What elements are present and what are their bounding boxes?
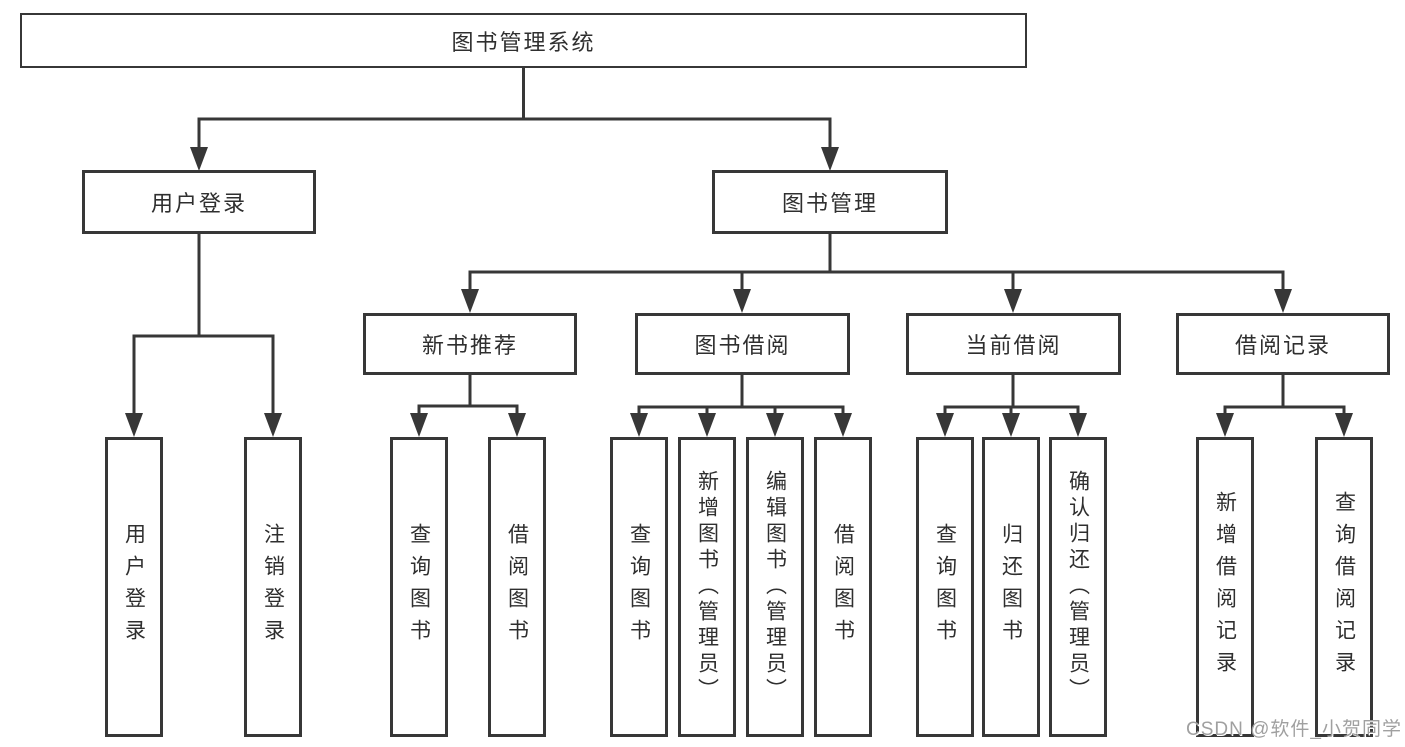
leaf-logout: 注销登录: [244, 437, 302, 737]
leaf-confirm-return-admin: 确认归还（管理员）: [1049, 437, 1107, 737]
node-current-borrowing: 当前借阅: [906, 313, 1121, 375]
node-book-borrowing: 图书借阅: [635, 313, 850, 375]
node-label: 图书管理系统: [451, 29, 596, 55]
node-label: 新增图书（管理员）: [695, 470, 719, 704]
leaf-query-books-borrow: 查询图书: [610, 437, 668, 737]
leaf-user-login: 用户登录: [105, 437, 163, 737]
node-label: 图书管理: [781, 191, 878, 216]
node-label: 查询借阅记录: [1332, 491, 1356, 683]
watermark: CSDN @软件_小贺同学: [1186, 719, 1402, 740]
node-label: 编辑图书（管理员）: [763, 470, 787, 704]
connector-book-borrowing-to-leaves: [630, 375, 852, 437]
node-label: 查询图书: [933, 523, 957, 651]
connector-root-to-level2: [190, 68, 839, 171]
node-library-management-system: 图书管理系统: [20, 13, 1027, 68]
node-label: 借阅图书: [831, 523, 855, 651]
leaf-query-books-recommend: 查询图书: [390, 437, 448, 737]
node-label: 用户登录: [122, 523, 146, 651]
node-label: 新增借阅记录: [1213, 491, 1237, 683]
leaf-edit-books-admin: 编辑图书（管理员）: [746, 437, 804, 737]
connector-current-borrowing-to-leaves: [936, 375, 1087, 437]
leaf-return-books: 归还图书: [982, 437, 1040, 737]
node-label: 用户登录: [150, 191, 247, 216]
connector-user-login-to-leaves: [125, 233, 282, 437]
node-label: 当前借阅: [965, 333, 1062, 358]
node-label: 查询图书: [627, 523, 651, 651]
connector-borrowing-records-to-leaves: [1216, 375, 1353, 437]
node-book-management: 图书管理: [712, 170, 948, 234]
leaf-borrow-books-recommend: 借阅图书: [488, 437, 546, 737]
connector-book-management-to-level3: [461, 234, 1292, 313]
node-label: 借阅图书: [505, 523, 529, 651]
node-label: 确认归还（管理员）: [1066, 470, 1090, 704]
node-label: 借阅记录: [1234, 333, 1331, 358]
node-new-book-recommendation: 新书推荐: [363, 313, 577, 375]
node-borrowing-records: 借阅记录: [1176, 313, 1390, 375]
node-label: 新书推荐: [421, 333, 518, 358]
connector-new-book-recommendation-to-leaves: [410, 375, 526, 437]
leaf-query-borrow-record: 查询借阅记录: [1315, 437, 1373, 737]
leaf-query-books-current: 查询图书: [916, 437, 974, 737]
node-label: 图书借阅: [694, 333, 791, 358]
node-label: 归还图书: [999, 523, 1023, 651]
leaf-add-books-admin: 新增图书（管理员）: [678, 437, 736, 737]
leaf-borrow-books: 借阅图书: [814, 437, 872, 737]
node-label: 查询图书: [407, 523, 431, 651]
node-user-login: 用户登录: [82, 170, 316, 234]
leaf-add-borrow-record: 新增借阅记录: [1196, 437, 1254, 737]
node-label: 注销登录: [261, 523, 285, 651]
